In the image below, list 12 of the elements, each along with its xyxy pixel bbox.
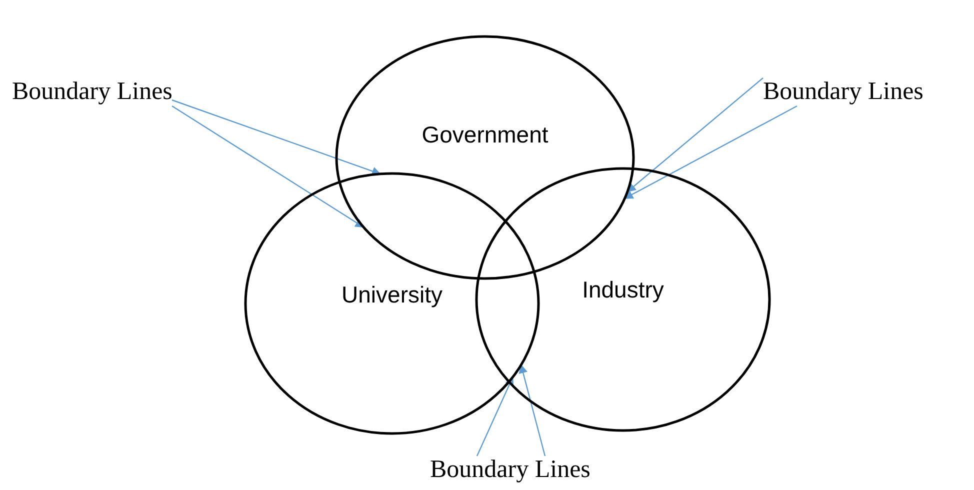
- circle-label: University: [342, 282, 442, 308]
- circle-label: Industry: [582, 276, 664, 304]
- leader-line: [172, 99, 382, 176]
- leader-line: [518, 364, 546, 456]
- leader-line: [626, 78, 764, 192]
- leader-line: [172, 106, 364, 228]
- callout-label: Boundary Lines: [12, 78, 172, 106]
- callout-label: Boundary Lines: [430, 456, 590, 484]
- circle-label: Government: [422, 122, 548, 148]
- leader-line: [476, 376, 514, 456]
- leader-line: [624, 105, 798, 199]
- callout-label: Boundary Lines: [763, 78, 924, 106]
